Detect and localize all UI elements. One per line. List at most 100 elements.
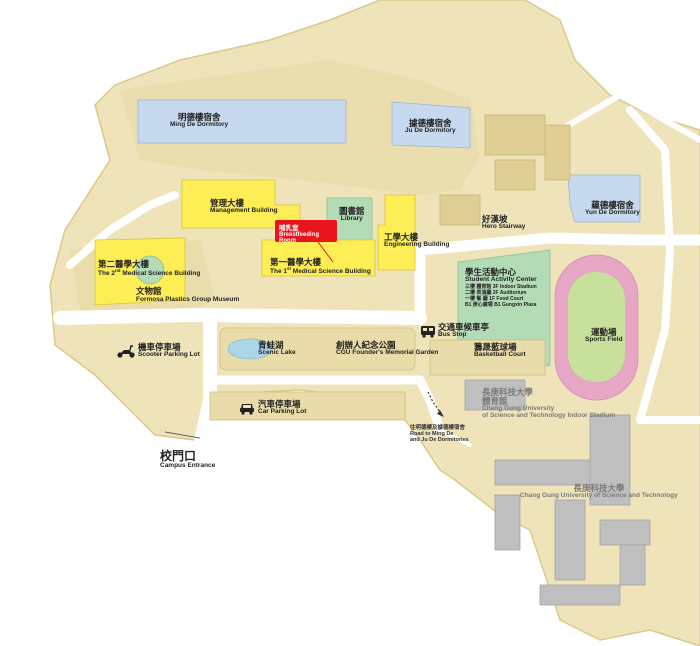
car-zh: 汽車停車場	[258, 399, 301, 409]
student-center-zh: 學生活動中心	[465, 267, 517, 277]
breastfeeding-room-marker[interactable]: 哺乳室 Breastfeeding Room	[275, 220, 337, 244]
scooter-en: Scooter Parking Lot	[138, 350, 200, 358]
management-en: Management Building	[210, 206, 278, 214]
engineering-en: Engineering Building	[384, 240, 450, 248]
lake-zh: 青蛙湖	[258, 340, 284, 350]
label-yun-de-dormitory: 蘊德樓宿舍 Yun De Dormitory	[585, 201, 640, 217]
road-far-east	[557, 92, 700, 143]
entrance-en: Campus Entrance	[160, 461, 216, 469]
yun-de-zh: 蘊德樓宿舍	[591, 200, 634, 210]
main-road-west	[53, 308, 427, 325]
medical-1st-en: The 1st Medical Science Building	[270, 265, 371, 276]
library-zh: 圖書館	[339, 206, 365, 216]
memorial-garden-area	[219, 327, 416, 371]
cgust-stadium-zh1: 長庚科技大學	[482, 387, 534, 397]
hero-zh: 好漢坡	[482, 214, 508, 224]
road-lower-loop	[210, 375, 445, 435]
label-student-activity-center: 學生活動中心 Student Activity Center 三樓 體育館 3F…	[465, 268, 537, 309]
tan-building-cluster	[439, 114, 571, 226]
sports-field-grass	[568, 272, 625, 382]
medical-2nd-zh: 第二醫學大樓	[98, 259, 150, 269]
label-first-medical-building: 第一醫學大樓 The 1st Medical Science Building	[270, 258, 371, 276]
car-en: Car Parking Lot	[258, 407, 307, 415]
hero-road	[414, 232, 700, 324]
yun-de-en: Yun De Dormitory	[585, 208, 640, 216]
medical-1st-prefix: The 1	[270, 268, 287, 276]
label-campus-entrance: 校門口 Campus Entrance	[160, 450, 215, 469]
medical-1st-sup: st	[286, 265, 291, 271]
medical-2nd-prefix: The 2	[98, 270, 115, 278]
label-basketball-court: 籌晟藍球場 Basketball Court	[474, 343, 526, 359]
management-building	[181, 179, 301, 229]
management-zh: 管理大樓	[210, 198, 245, 208]
scooter-icon	[117, 345, 135, 358]
medical-2nd-rest: Medical Science Building	[120, 270, 201, 278]
label-cgust: 長庚科技大學 Chang Gung University of Science …	[520, 484, 678, 500]
label-scenic-lake: 青蛙湖 Scenic Lake	[258, 341, 296, 357]
label-car-parking: 汽車停車場 Car Parking Lot	[258, 400, 306, 416]
ming-de-en: Ming De Dormitory	[170, 120, 229, 128]
scenic-lake-water	[227, 338, 273, 360]
label-road-to-dorm: 往明德樓及據德樓宿舍 Road to Ming De and Ju De Dor…	[410, 425, 469, 443]
ju-de-en: Ju De Dormitory	[405, 126, 456, 134]
student-center-floor-b1: B1 庚心廣場 B1 Gungxin Plaza	[465, 302, 537, 309]
label-cgust-stadium: 長庚科技大學 體育館 Chang Gung University of Scie…	[482, 388, 615, 419]
basketball-court	[429, 339, 546, 376]
museum-zh: 文物館	[136, 286, 162, 296]
label-ming-de-dormitory: 明德樓宿舍 Ming De Dormitory	[170, 113, 228, 129]
road-dorm-en1: Road to Ming De	[410, 430, 454, 437]
label-sports-field: 運動場 Sports Field	[585, 328, 623, 344]
dorm-route-arrow	[437, 410, 444, 417]
cgust-stadium-zh2: 體育館	[482, 395, 508, 406]
label-second-medical-building: 第二醫學大樓 The 2nd Medical Science Building	[98, 260, 200, 278]
museum-building	[135, 255, 165, 285]
breastfeeding-pointer	[317, 241, 334, 263]
label-museum-en: Formosa Plastics Group Museum	[136, 296, 240, 304]
student-center-en: Student Activity Center	[465, 275, 537, 283]
road-dorm-up	[438, 428, 472, 447]
basketball-zh: 籌晟藍球場	[474, 342, 517, 352]
label-ju-de-dormitory: 據德樓宿舍 Ju De Dormitory	[405, 119, 456, 135]
yun-de-dormitory	[567, 174, 641, 223]
ming-de-zh: 明德樓宿舍	[177, 112, 221, 122]
breastfeeding-zh: 哺乳室	[279, 225, 299, 232]
road-dorm-zh: 往明德樓及據德樓宿舍	[410, 425, 466, 431]
car-icon	[240, 404, 254, 415]
bus-en: Bus Stop	[438, 330, 467, 338]
cgust-buildings	[464, 379, 651, 606]
cgust-zh: 長庚科技大學	[573, 483, 625, 493]
cgust-stadium-en1: Chang Gung University	[482, 404, 555, 412]
medical-1st-rest: Medical Science Building	[291, 268, 371, 276]
library-en: Library	[340, 214, 363, 222]
medical-2nd-sup: nd	[114, 267, 121, 273]
student-center-floor-3: 三樓 體育館 3F Indoor Stadium	[465, 283, 537, 290]
engineering-building	[377, 194, 416, 271]
garden-en: CGU Founder's Memorial Garden	[336, 348, 439, 356]
road-dorm-en2: and Ju De Dormitories	[410, 436, 469, 443]
student-center-floor-1: 一樓 餐 廳 1F Food Court	[465, 296, 524, 303]
medical-2nd-en: The 2nd Medical Science Building	[98, 267, 201, 278]
garden-zh: 創辦人紀念公園	[336, 340, 396, 350]
label-hero-stairway: 好漢坡 Hero Stairway	[482, 215, 525, 231]
engineering-zh: 工學大樓	[384, 232, 419, 242]
label-bus-stop: 交通車候車亭 Bus Stop	[438, 323, 489, 339]
ju-de-dormitory	[391, 101, 471, 149]
label-management-building: 管理大樓 Management Building	[210, 199, 278, 215]
bus-icon	[421, 326, 435, 338]
student-center-floor-2: 二樓 表演廳 2F Auditorium	[465, 289, 527, 296]
sports-field-zh: 運動場	[591, 327, 617, 337]
sports-field-en: Sports Field	[585, 335, 623, 343]
road-east	[626, 106, 700, 424]
cgust-en: Chang Gung University of Science and Tec…	[520, 491, 678, 499]
cgust-stadium-en2: of Science and Technology Indoor Stadium	[482, 411, 616, 419]
museum-en: Formosa Plastics Group Museum	[136, 296, 240, 303]
label-memorial-garden: 創辦人紀念公園 CGU Founder's Memorial Garden	[336, 341, 438, 357]
lake-en: Scenic Lake	[258, 348, 296, 356]
label-scooter-parking: 機車停車場 Scooter Parking Lot	[138, 343, 200, 359]
hero-en: Hero Stairway	[482, 222, 526, 230]
basketball-en: Basketball Court	[474, 350, 526, 358]
breastfeeding-en: Breastfeeding Room	[279, 232, 320, 244]
label-museum: 文物館	[136, 287, 162, 296]
entrance-gate	[164, 431, 201, 439]
medical-1st-zh: 第一醫學大樓	[270, 257, 322, 267]
